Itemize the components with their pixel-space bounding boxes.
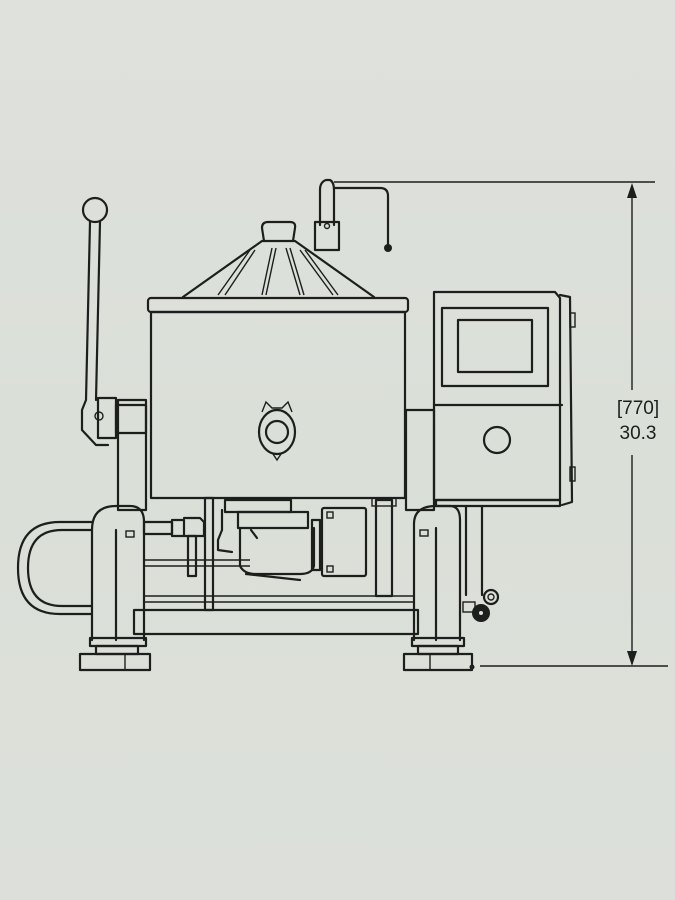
- leveling-foot-left: [78, 652, 152, 672]
- tilt-handle-lever: [80, 196, 148, 447]
- height-dimension-mm-label: [770]: [616, 398, 660, 419]
- motor-gearbox: [216, 498, 322, 582]
- control-panel-button: [482, 425, 512, 455]
- height-dimension-inch-label: 30.3: [619, 423, 657, 444]
- hmi-screen: [456, 318, 534, 374]
- base-frame: [132, 496, 420, 636]
- control-panel: [432, 290, 576, 508]
- caster-wheels: [462, 588, 500, 622]
- conical-lid: [181, 220, 376, 299]
- u-pipe-loop: [16, 520, 94, 616]
- right-leg-pipe: [402, 504, 484, 672]
- inlet-fittings: [142, 516, 206, 578]
- tank-body: [146, 296, 410, 500]
- arrow-down-icon: [627, 651, 637, 666]
- probe-sensor: [313, 178, 655, 252]
- leveling-foot-right: [402, 652, 474, 672]
- tri-clamp-outlet: [257, 400, 297, 462]
- left-leg-pipe: [78, 504, 152, 672]
- arrow-up-icon: [627, 183, 637, 198]
- height-dimension: [480, 183, 668, 667]
- junction-box: [320, 506, 368, 578]
